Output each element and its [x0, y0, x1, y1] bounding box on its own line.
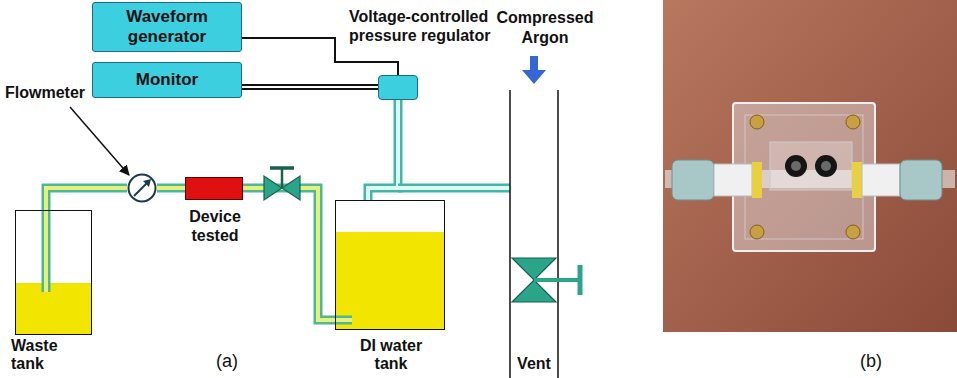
- connector-stroke: [368, 100, 398, 200]
- gas-label: Compressed Argon: [490, 8, 600, 48]
- box-label: Monitor: [136, 70, 198, 90]
- pipe-valve: [264, 168, 300, 200]
- water-fill: [16, 283, 91, 334]
- connector-stroke: [46, 188, 127, 210]
- connector-stroke: [368, 100, 398, 200]
- box-label: Waveform generator: [100, 7, 234, 47]
- instrument-box: Monitor: [92, 62, 242, 98]
- tank: Waste tank: [15, 210, 92, 335]
- part-label: Flowmeter: [5, 83, 95, 102]
- connector-stroke: [157, 184, 185, 193]
- gas-pipe: [394, 188, 512, 189]
- device-photo: [663, 0, 957, 332]
- connector-stroke: [46, 188, 127, 210]
- connector-stroke: [157, 186, 185, 190]
- pipe-stub: [46, 210, 47, 292]
- panel-label: (a): [216, 350, 256, 372]
- instrument-box: Waveform generator: [92, 2, 242, 52]
- water-fill: [336, 232, 444, 329]
- vent-valve: [512, 258, 580, 302]
- connector-stroke: [243, 188, 335, 320]
- leader-line: [70, 107, 129, 175]
- pipe: [368, 100, 398, 200]
- connector-stroke: [242, 86, 378, 88]
- pipe-stub: [335, 320, 352, 321]
- part-label: Waste tank: [11, 337, 71, 373]
- flowmeter-dial: [127, 173, 157, 203]
- panel-label: (b): [860, 350, 900, 372]
- pipe: [243, 188, 335, 320]
- signal-line: [242, 87, 378, 88]
- vent-tube-wall: [509, 90, 511, 378]
- connector-stroke: [243, 188, 335, 320]
- vent-tube-wall: [557, 90, 559, 378]
- pipe: [157, 188, 185, 189]
- pipe: [46, 188, 127, 210]
- part-label: Device tested: [180, 207, 250, 245]
- device-box: Device tested: [185, 177, 243, 200]
- tank: DI water tank: [335, 200, 445, 330]
- vent-label: Vent: [514, 354, 554, 373]
- regulator-box: Voltage-controlled pressure regulator: [378, 75, 418, 100]
- flow-arrow: [522, 56, 546, 84]
- part-label: DI water tank: [351, 337, 431, 373]
- connector-stroke: [242, 84, 378, 90]
- part-label: Voltage-controlled pressure regulator: [349, 7, 497, 45]
- flowmeter-symbol: Flowmeter: [127, 173, 157, 203]
